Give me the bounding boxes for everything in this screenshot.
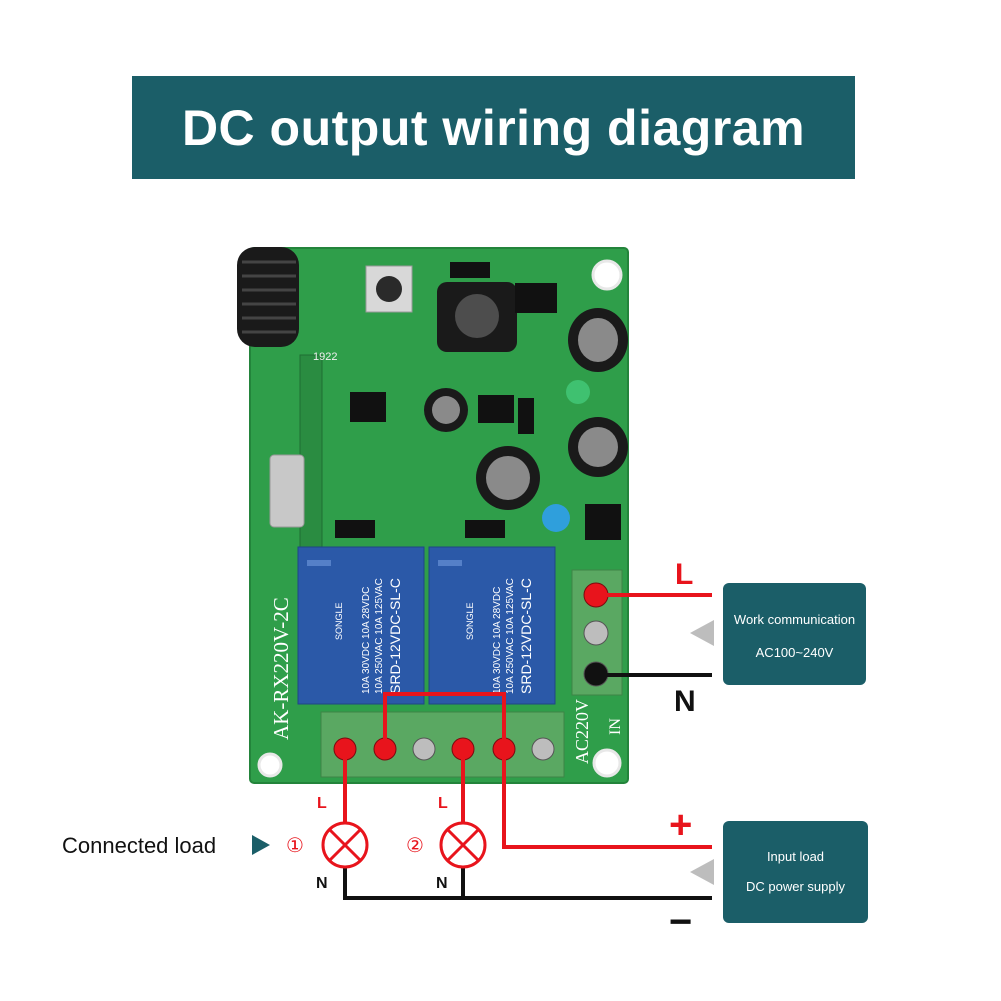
dc-input-box-line2: DC power supply xyxy=(746,879,845,894)
push-button xyxy=(365,265,413,313)
thermistor xyxy=(566,380,590,404)
smd-diode xyxy=(335,520,375,538)
mounting-hole xyxy=(257,752,283,778)
rf-module: 1922 xyxy=(269,351,337,556)
output-terminal-block xyxy=(320,711,565,778)
dc-input-arrow xyxy=(690,859,714,885)
connected-load-arrow xyxy=(252,835,270,855)
dc-plus-wire xyxy=(502,749,712,849)
capacitor xyxy=(476,446,540,510)
load-2-l-label: L xyxy=(438,795,448,812)
smd-diode xyxy=(465,520,505,538)
title-banner: DC output wiring diagram xyxy=(132,76,855,179)
page-title: DC output wiring diagram xyxy=(181,99,806,156)
relay xyxy=(297,546,425,705)
capacitor xyxy=(568,308,628,372)
ac-l-label: L xyxy=(675,558,693,591)
load-1-number: ① xyxy=(286,833,304,857)
relay-rating-label: 10A 30VDC 10A 28VDC xyxy=(492,587,503,694)
dc-input-box-line1: Input load xyxy=(766,849,825,864)
load-2-n-label: N xyxy=(436,875,448,892)
load-2-number: ② xyxy=(406,833,424,857)
mounting-hole xyxy=(591,259,623,291)
terminal-screw xyxy=(531,737,555,761)
dc-minus-label: − xyxy=(669,900,692,944)
ic-label: 1922 xyxy=(313,351,337,363)
ac-input-box-line1: Work communication xyxy=(733,612,856,627)
model-label: AK-RX220V-2C xyxy=(269,597,293,740)
common-jumper-wire xyxy=(383,692,506,749)
bridge-rectifier xyxy=(585,504,621,540)
mounting-hole xyxy=(592,748,622,778)
relay-model-label: SRD-12VDC-SL-C xyxy=(518,578,534,694)
terminal-screw xyxy=(412,737,436,761)
relay xyxy=(428,546,556,705)
ac-input-arrow xyxy=(690,620,714,646)
lamp-2 xyxy=(439,821,487,869)
dc-input-box: Input load DC power supply xyxy=(723,821,868,923)
relay-brand-label: SONGLE xyxy=(465,602,475,640)
relay-rating-label: 10A 250VAC 10A 125VAC xyxy=(374,578,385,694)
ic-chip xyxy=(478,395,514,423)
ac-input-box-line2: AC100~240V xyxy=(755,645,834,660)
lamp-1 xyxy=(321,821,369,869)
relay-brand-label: SONGLE xyxy=(334,602,344,640)
varistor xyxy=(542,504,570,532)
relay-rating-label: 10A 30VDC 10A 28VDC xyxy=(361,587,372,694)
load-1-n-label: N xyxy=(316,875,328,892)
in-label: IN xyxy=(607,718,624,735)
ac-n-label: N xyxy=(674,685,696,718)
dc-plus-label: + xyxy=(669,803,692,847)
terminal-screw xyxy=(583,620,609,646)
inductor xyxy=(437,282,517,352)
capacitor xyxy=(424,388,468,432)
smd-diode xyxy=(518,398,534,434)
ac-label: AC220V xyxy=(572,699,592,764)
ic-chip xyxy=(515,283,557,313)
smd-diode xyxy=(450,262,490,278)
load-1-l-label: L xyxy=(317,795,327,812)
antenna-coil xyxy=(237,247,299,347)
relay-model-label: SRD-12VDC-SL-C xyxy=(387,578,403,694)
capacitor xyxy=(568,417,628,477)
ac-input-box: Work communication AC100~240V xyxy=(723,583,866,685)
relay-rating-label: 10A 250VAC 10A 125VAC xyxy=(505,578,516,694)
ic-chip xyxy=(350,392,386,422)
connected-load-caption: Connected load xyxy=(62,833,216,858)
